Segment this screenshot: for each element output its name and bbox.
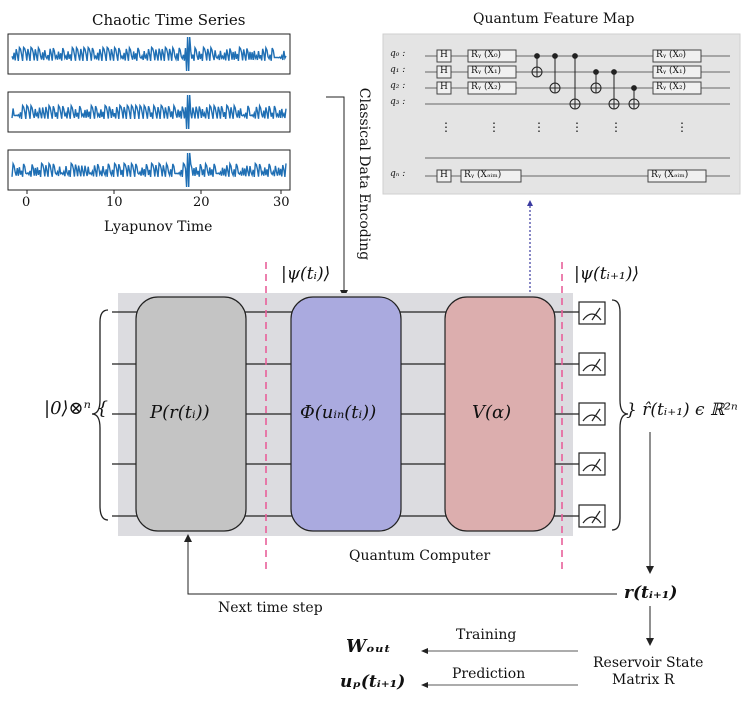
p-block	[135, 296, 247, 532]
timeseries-panel-1	[7, 33, 291, 75]
ry-gate-right-0: Rᵧ (X₀)	[656, 50, 687, 60]
h-gate-n: H	[440, 170, 448, 180]
r-hat-label: } r̂(tᵢ₊₁) ϵ ℝ²ⁿ	[626, 400, 738, 420]
feature-map-title: Quantum Feature Map	[473, 11, 635, 27]
next-time-step-label: Next time step	[218, 600, 323, 616]
psi-ti1-label: |ψ(tᵢ₊₁)⟩	[574, 264, 639, 284]
timeseries-x-ticks	[26, 190, 282, 194]
p-block-label: P(r(tᵢ))	[150, 402, 210, 423]
input-state-label: |0⟩⊗ⁿ {	[44, 398, 109, 419]
dots-5: ⋮	[676, 120, 688, 134]
timeseries-line-1	[11, 36, 287, 72]
ry-gate-left-0: Rᵧ (X₀)	[471, 50, 502, 60]
ry-gate-left-1: Rᵧ (X₁)	[471, 66, 502, 76]
cnot-gates	[531, 53, 640, 110]
left-brace	[91, 309, 109, 521]
ry-gate-left-2: Rᵧ (X₂)	[471, 82, 502, 92]
xtick-30: 30	[273, 195, 290, 210]
w-out-label: Wₒᵤₜ	[346, 636, 391, 657]
v-block	[444, 296, 556, 532]
timeseries-panel-3	[7, 149, 291, 191]
measure-icon	[578, 452, 606, 476]
timeseries-line-3	[11, 152, 287, 188]
prediction-label: Prediction	[452, 666, 526, 682]
timeseries-line-2	[11, 94, 287, 130]
dots-4: ⋮	[610, 120, 622, 134]
measure-icon	[578, 352, 606, 376]
classical-encoding-label: Classical Data Encoding	[356, 87, 373, 261]
timeseries-panel-2	[7, 91, 291, 133]
xtick-0: 0	[22, 195, 31, 210]
qubit-label-0: q₀ :	[390, 49, 406, 59]
dots-2: ⋮	[533, 120, 545, 134]
classical-encoding-arrow	[326, 96, 345, 292]
h-gate-2: H	[440, 82, 448, 92]
dots-0: ⋮	[440, 120, 452, 134]
dots-3: ⋮	[571, 120, 583, 134]
phi-block-label: Φ(uᵢₙ(tᵢ))	[300, 402, 377, 423]
training-label: Training	[456, 627, 517, 643]
reservoir-label-line2: Matrix R	[612, 672, 675, 688]
h-gate-0: H	[440, 50, 448, 60]
ry-gate-right-1: Rᵧ (X₁)	[656, 66, 687, 76]
ry-gate-left-dim: Rᵧ (Xₔᵢₘ)	[464, 170, 502, 180]
feedback-loop	[187, 538, 617, 595]
measure-icon	[578, 301, 606, 325]
v-block-label: V(α)	[472, 402, 512, 423]
h-gate-1: H	[440, 66, 448, 76]
phi-block	[290, 296, 402, 532]
xtick-20: 20	[193, 195, 210, 210]
measurement-gates	[578, 301, 606, 528]
timeseries-title: Chaotic Time Series	[92, 11, 246, 29]
r-next-label: r(tᵢ₊₁)	[624, 583, 678, 603]
qubit-label-2: q₂ :	[390, 81, 406, 91]
measure-icon	[578, 504, 606, 528]
qubit-label-3: q₃ :	[390, 97, 406, 107]
feature-map-panel	[382, 33, 741, 195]
dots-1: ⋮	[488, 120, 500, 134]
right-brace	[611, 299, 629, 531]
u-p-label: uₚ(tᵢ₊₁)	[340, 672, 406, 692]
timeseries-xlabel: Lyapunov Time	[104, 219, 213, 235]
ry-gate-right-dim: Rᵧ (Xₔᵢₘ)	[651, 170, 689, 180]
qubit-label-1: q₁ :	[390, 65, 406, 75]
xtick-10: 10	[106, 195, 123, 210]
ry-gate-right-2: Rᵧ (X₂)	[656, 82, 687, 92]
psi-ti-label: |ψ(tᵢ)⟩	[281, 264, 331, 284]
quantum-computer-label: Quantum Computer	[349, 548, 491, 564]
qubit-label-n: qₙ :	[390, 169, 406, 179]
reservoir-label-line1: Reservoir State	[593, 655, 704, 671]
measure-icon	[578, 402, 606, 426]
